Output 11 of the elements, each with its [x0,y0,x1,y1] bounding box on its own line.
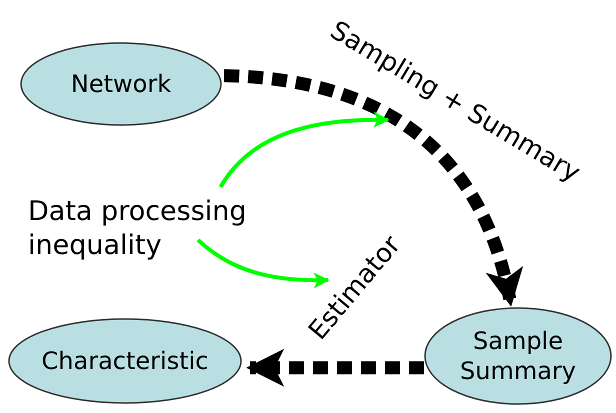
arrow [196,238,330,288]
node-label: Data processing inequality [28,195,248,263]
ellipse-node [424,307,612,405]
node-label: Characteristic [42,346,208,376]
arrow [224,69,522,307]
ellipse-node [20,42,222,126]
ellipse-node [8,318,242,404]
arrow [246,348,424,387]
arrow [218,112,390,188]
node-label: Network [70,69,172,99]
node-label: Sample Summary [459,326,577,386]
